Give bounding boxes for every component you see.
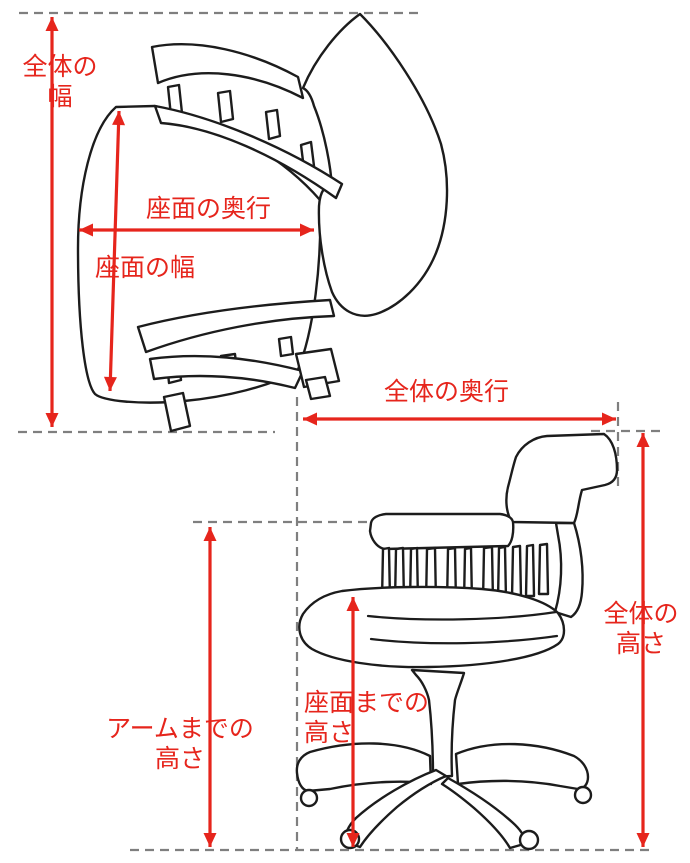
overall-depth-label: 全体の奥行 <box>384 377 510 406</box>
overall-width-label: 全体の 幅 <box>22 52 98 111</box>
sideview-caster <box>299 788 319 808</box>
sideview-seat-edge-line <box>369 634 559 645</box>
sideview-seat-edge-line <box>366 610 558 621</box>
seat-height-label: 座面までの 高さ <box>304 688 430 747</box>
seat-depth-label: 座面の奥行 <box>146 194 272 223</box>
topview-swivel-arm <box>294 347 341 389</box>
arm-height-label: アームまでの 高さ <box>106 714 254 773</box>
sideview-base-leg-right <box>454 742 590 791</box>
chair-side-view-drawing <box>295 432 619 851</box>
topview-arm-rail <box>153 104 344 200</box>
topview-spindle <box>277 335 295 358</box>
sideview-base-leg-front-right <box>440 776 526 850</box>
topview-leg <box>162 391 192 433</box>
chair-top-view-drawing <box>76 12 449 433</box>
sideview-caster <box>518 829 540 851</box>
topview-swivel-foot <box>304 375 332 401</box>
overall-height-label: 全体の 高さ <box>603 599 679 658</box>
topview-crest-rail <box>150 43 305 100</box>
sideview-spindle <box>510 544 523 600</box>
topview-lower-arm-band <box>148 354 305 390</box>
sideview-base-leg-left <box>295 742 433 793</box>
sideview-caster <box>573 785 593 805</box>
topview-lower-arm-rail <box>136 298 336 354</box>
topview-spindle <box>216 89 235 124</box>
seat-width-arrow <box>103 110 126 392</box>
seat-width-label: 座面の幅 <box>95 253 196 282</box>
sideview-arm-rail <box>368 512 515 551</box>
sideview-spindle <box>524 543 536 598</box>
sideview-spindle <box>537 542 550 596</box>
sideview-caster <box>339 828 361 850</box>
sideview-backrest <box>505 432 619 525</box>
sideview-seat <box>298 585 566 669</box>
topview-spindle <box>264 108 282 141</box>
sideview-back-support <box>553 521 584 619</box>
topview-backrest <box>301 12 449 317</box>
dimension-arrows <box>45 17 650 847</box>
